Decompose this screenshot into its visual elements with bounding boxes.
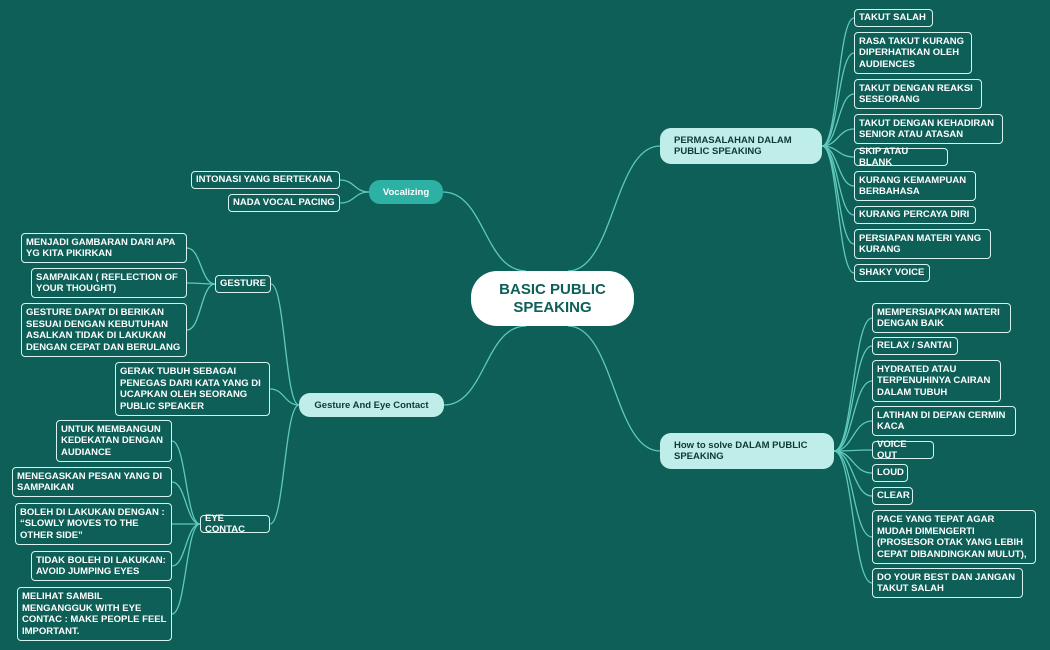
root-topic[interactable]: BASIC PUBLIC SPEAKING [471, 271, 634, 326]
subtopic-eye-contac[interactable]: EYE CONTAC [200, 513, 270, 535]
eye-contact-item[interactable]: UNTUK MEMBANGUN KEDEKATAN DENGAN AUDIANC… [56, 420, 172, 462]
gesture-link [186, 247, 216, 285]
solution-item[interactable]: LATIHAN DI DEPAN CERMIN KACA [872, 406, 1016, 436]
eye-contact-link [171, 523, 201, 615]
problem-item[interactable]: KURANG KEMAMPUAN BERBAHASA [854, 171, 976, 201]
gesture-eye-link [270, 283, 300, 406]
problem-item[interactable]: TAKUT DENGAN REAKSI SESEORANG [854, 79, 982, 109]
gesture-item[interactable]: SAMPAIKAN ( REFLECTION OF YOUR THOUGHT) [31, 268, 187, 298]
vocalizing-link [339, 191, 370, 204]
problem-item[interactable]: SHAKY VOICE [854, 264, 930, 282]
eye-contact-link [171, 481, 201, 525]
solution-item[interactable]: PACE YANG TEPAT AGAR MUDAH DIMENGERTI (P… [872, 510, 1036, 564]
problem-item[interactable]: RASA TAKUT KURANG DIPERHATIKAN OLEH AUDI… [854, 32, 972, 74]
topic-vocalizing[interactable]: Vocalizing [369, 180, 443, 204]
solution-item[interactable]: MEMPERSIAPKAN MATERI DENGAN BAIK [872, 303, 1011, 333]
solution-item[interactable]: LOUD [872, 464, 908, 482]
eye-contact-link [171, 440, 201, 525]
topic-permasalahan[interactable]: PERMASALAHAN DALAM PUBLIC SPEAKING [660, 128, 822, 164]
vocalizing-item[interactable]: INTONASI YANG BERTEKANA [191, 171, 340, 189]
gesture-link [186, 282, 216, 285]
problem-link [821, 93, 855, 147]
subtopic-gesture[interactable]: GESTURE [215, 275, 271, 293]
root-link [442, 191, 527, 272]
problem-link [821, 17, 855, 147]
solution-link [833, 317, 873, 452]
problem-link [821, 128, 855, 147]
eye-contact-link [171, 523, 201, 567]
problem-item[interactable]: TAKUT SALAH [854, 9, 933, 27]
gesture-eye-link [269, 404, 300, 525]
problem-item[interactable]: PERSIAPAN MATERI YANG KURANG [854, 229, 991, 259]
solution-link [833, 420, 873, 452]
solution-item[interactable]: HYDRATED ATAU TERPENUHINYA CAIRAN DALAM … [872, 360, 1001, 402]
solution-link [833, 450, 873, 584]
topic-how-to-solve[interactable]: How to solve DALAM PUBLIC SPEAKING [660, 433, 834, 469]
vocalizing-item[interactable]: NADA VOCAL PACING [228, 194, 340, 212]
solution-link [833, 380, 873, 452]
solution-item[interactable]: CLEAR [872, 487, 913, 505]
problem-link [821, 145, 855, 245]
problem-item[interactable]: KURANG PERCAYA DIRI [854, 206, 976, 224]
gesture-eye-link [269, 388, 300, 406]
topic-gesture-and-eye-contact[interactable]: Gesture And Eye Contact [299, 393, 444, 417]
solution-link [833, 345, 873, 452]
root-link [567, 145, 661, 272]
solution-item[interactable]: VOICE OUT [872, 439, 934, 461]
solution-link [833, 450, 873, 497]
eye-contact-item[interactable]: MELIHAT SAMBIL MENGANGGUK WITH EYE CONTA… [17, 587, 172, 641]
gesture-item[interactable]: GESTURE DAPAT DI BERIKAN SESUAI DENGAN K… [21, 303, 187, 357]
eye-contact-item[interactable]: TIDAK BOLEH DI LAKUKAN: AVOID JUMPING EY… [31, 551, 172, 581]
solution-item[interactable]: DO YOUR BEST DAN JANGAN TAKUT SALAH [872, 568, 1023, 598]
root-link [443, 325, 527, 406]
vocalizing-link [339, 179, 370, 193]
gesture-item[interactable]: MENJADI GAMBARAN DARI APA YG KITA PIKIRK… [21, 233, 187, 263]
problem-link [821, 52, 855, 147]
problem-item[interactable]: TAKUT DENGAN KEHADIRAN SENIOR ATAU ATASA… [854, 114, 1003, 144]
solution-link [833, 450, 873, 538]
gesture-link [186, 283, 216, 331]
eye-contact-item[interactable]: BOLEH DI LAKUKAN DENGAN : “SLOWLY MOVES … [15, 503, 172, 545]
root-link [567, 325, 661, 452]
eye-contact-item[interactable]: MENEGASKAN PESAN YANG DI SAMPAIKAN [12, 467, 172, 497]
solution-item[interactable]: RELAX / SANTAI [872, 337, 958, 355]
problem-link [821, 145, 855, 274]
problem-item[interactable]: SKIP ATAU BLANK [854, 146, 948, 168]
gesture-eye-item[interactable]: GERAK TUBUH SEBAGAI PENEGAS DARI KATA YA… [115, 362, 270, 416]
